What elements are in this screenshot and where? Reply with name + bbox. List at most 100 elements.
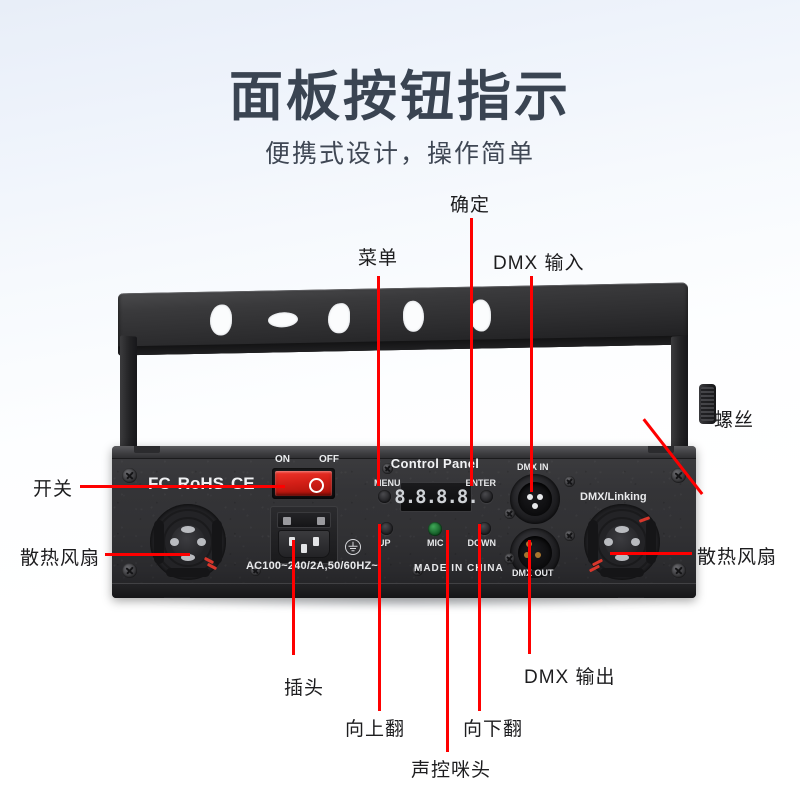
- bracket-leg-right: [671, 335, 688, 461]
- drop-shadow: [148, 594, 668, 610]
- corner-tab: [134, 446, 160, 453]
- fan-blade: [181, 554, 195, 561]
- iec-socket[interactable]: [278, 530, 330, 558]
- fan-grille-bar: [600, 568, 644, 577]
- page-subtitle: 便携式设计，操作简单: [264, 140, 535, 168]
- page-title: 面板按钮指示: [229, 67, 571, 127]
- callout-label-page-up: 向上翻: [345, 719, 406, 740]
- origin-label: MADE IN CHINA: [414, 563, 504, 574]
- xlr-pin: [524, 552, 530, 558]
- certification-marks: FC RoHS CE: [148, 474, 255, 494]
- chassis-screw: [122, 563, 137, 578]
- product-illustration: FC RoHS CE ON OFF AC100~240/2A,50/60HZ~: [108, 282, 716, 618]
- bracket-slot: [470, 299, 491, 332]
- chassis-screw: [122, 468, 137, 483]
- device-body: FC RoHS CE ON OFF AC100~240/2A,50/60HZ~: [112, 446, 696, 598]
- xlr-pin: [527, 494, 533, 500]
- power-off-label: OFF: [319, 454, 339, 465]
- bracket-slot: [210, 304, 232, 336]
- connector-screw: [504, 553, 515, 564]
- power-switch[interactable]: [272, 468, 335, 499]
- dmx-out-connector[interactable]: [510, 528, 560, 578]
- callout-line-page-up: [378, 524, 381, 711]
- bracket-slot: [328, 303, 350, 334]
- chassis-screw: [671, 563, 686, 578]
- rubber-foot: [164, 597, 190, 598]
- callout-label-plug: 插头: [284, 678, 325, 699]
- enter-button[interactable]: [480, 490, 493, 503]
- inlet-pin: [301, 544, 307, 553]
- dmx-in-connector[interactable]: [510, 474, 560, 524]
- power-inlet[interactable]: [270, 506, 338, 564]
- callout-label-page-down: 向下翻: [463, 719, 524, 740]
- callout-line-plug: [292, 540, 295, 655]
- power-on-label: ON: [275, 454, 290, 465]
- connector-screw: [564, 530, 575, 541]
- fan-grille-bar: [154, 520, 164, 564]
- fan-blade: [170, 538, 179, 546]
- enter-label: ENTER: [465, 478, 496, 488]
- thumb-screw: [699, 384, 716, 424]
- callout-label-dmx-out: DMX 输出: [524, 667, 616, 688]
- callout-label-screw: 螺丝: [714, 410, 755, 431]
- callout-label-enter: 确定: [450, 195, 491, 216]
- callout-label-switch: 开关: [33, 479, 74, 500]
- fan-blade: [615, 554, 629, 561]
- fan-wire: [588, 564, 601, 573]
- chassis-screw: [382, 463, 393, 474]
- mic-label: MIC: [427, 538, 444, 548]
- fan-blade: [604, 538, 613, 546]
- callout-line-dmx-out: [528, 540, 531, 654]
- xlr-inner: [518, 482, 552, 516]
- callout-label-dmx-in: DMX 输入: [493, 253, 585, 274]
- up-button[interactable]: [380, 522, 393, 535]
- chassis-screw: [250, 565, 261, 576]
- xlr-pin: [535, 552, 541, 558]
- menu-label: MENU: [374, 478, 401, 488]
- callout-line-page-down: [478, 524, 481, 711]
- callout-line-dmx-in: [530, 276, 533, 492]
- chassis-screw: [412, 565, 423, 576]
- cooling-fan-left: [150, 504, 226, 580]
- bracket-slot: [267, 311, 299, 329]
- callout-label-mic: 声控咪头: [411, 760, 492, 781]
- fan-blade: [181, 526, 195, 533]
- down-label: DOWN: [467, 538, 497, 548]
- connector-screw: [504, 508, 515, 519]
- bottom-bevel: [112, 583, 696, 598]
- ce-mark: CE: [230, 474, 255, 493]
- callout-line-mic: [446, 530, 449, 752]
- connector-screw: [564, 476, 575, 487]
- rohs-mark: RoHS: [177, 474, 224, 493]
- xlr-pin: [537, 494, 543, 500]
- menu-button[interactable]: [378, 490, 391, 503]
- led-display: 8.8.8.8.: [394, 482, 479, 512]
- fan-grille-bar: [588, 520, 598, 564]
- mic-sensor: [428, 522, 442, 536]
- xlr-pin: [532, 503, 538, 509]
- fuse-holder[interactable]: [277, 512, 331, 528]
- fan-blade: [197, 538, 206, 546]
- bracket-slot: [403, 300, 424, 332]
- callout-label-fan-left: 散热风扇: [20, 548, 101, 569]
- callout-line-switch: [80, 485, 285, 488]
- fcc-mark: FC: [148, 474, 171, 493]
- down-button[interactable]: [478, 522, 491, 535]
- voltage-rating-label: AC100~240/2A,50/60HZ~: [246, 560, 379, 572]
- callout-line-menu: [377, 276, 380, 486]
- control-panel-title: Control Panel: [390, 456, 480, 471]
- fan-grille-bar: [212, 520, 222, 564]
- bracket-leg-left: [120, 335, 137, 461]
- callout-line-fan-left: [105, 553, 190, 556]
- cooling-fan-right: [584, 504, 660, 580]
- fan-grille-bar: [646, 520, 656, 564]
- led-digits: 8.8.8.8.: [394, 485, 479, 508]
- fan-grille-bar: [166, 568, 210, 577]
- mounting-bracket-bar: [118, 282, 688, 356]
- callout-label-fan-right: 散热风扇: [697, 547, 778, 568]
- fan-blade: [615, 526, 629, 533]
- callout-label-menu: 菜单: [358, 248, 399, 269]
- dmx-linking-label: DMX/Linking: [580, 491, 647, 503]
- inlet-pin: [313, 537, 319, 546]
